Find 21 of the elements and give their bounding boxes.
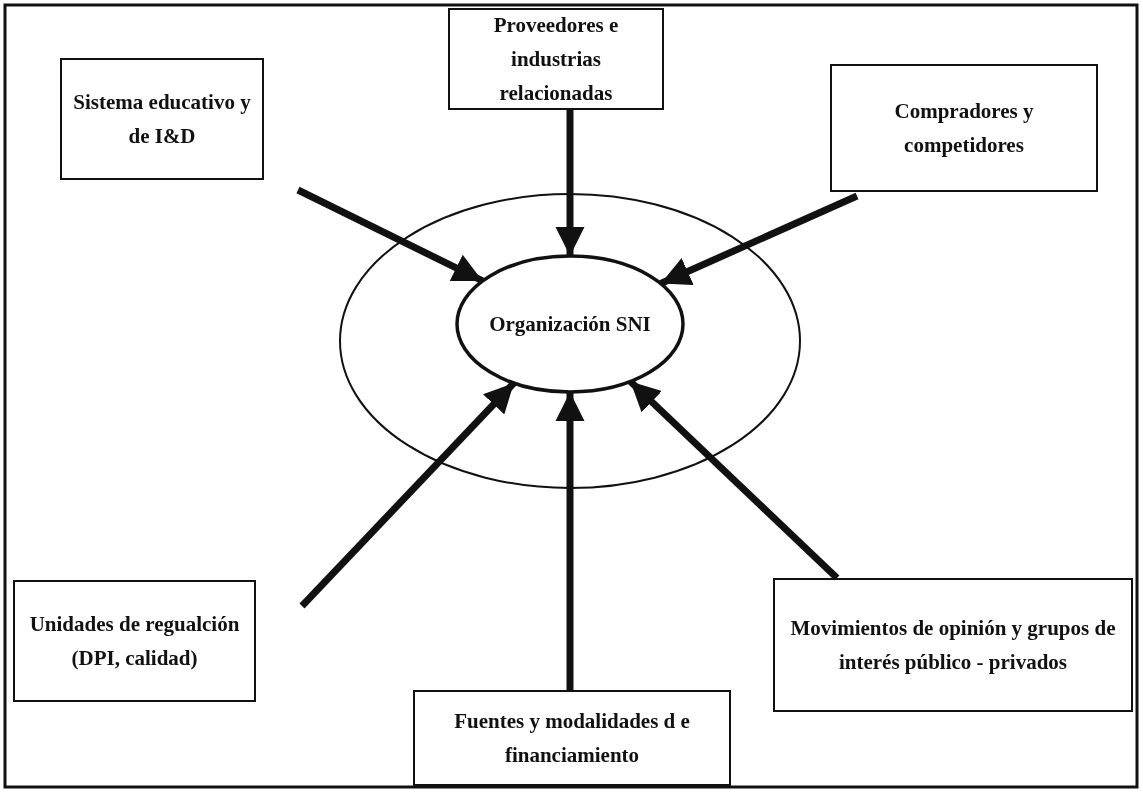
arrow [628, 378, 840, 581]
arrow [299, 380, 517, 609]
node-label: Fuentes y modalidades d e financiamiento [453, 708, 691, 769]
arrow [555, 110, 585, 256]
factor-box [830, 64, 1098, 192]
node-label: Proveedores e industrias relacionadas [492, 12, 620, 107]
factor-box [60, 58, 264, 180]
factor-box [413, 690, 731, 786]
node-label: Unidades de regualción (DPI, calidad) [28, 611, 241, 672]
node-label: Compradores y competidores [893, 98, 1035, 159]
arrow [659, 192, 859, 287]
outer-ellipse [338, 192, 802, 490]
node-label: Movimientos de opinión y grupos de interés público - privados [789, 615, 1117, 676]
arrow [296, 186, 485, 285]
node-label: Sistema educativo y de I&D [72, 89, 252, 150]
center-ellipse [455, 254, 685, 394]
arrow [555, 392, 585, 690]
factor-box [13, 580, 256, 702]
factor-box [448, 8, 664, 110]
node-label: Organización SNI [488, 311, 652, 338]
factor-box [773, 578, 1133, 712]
